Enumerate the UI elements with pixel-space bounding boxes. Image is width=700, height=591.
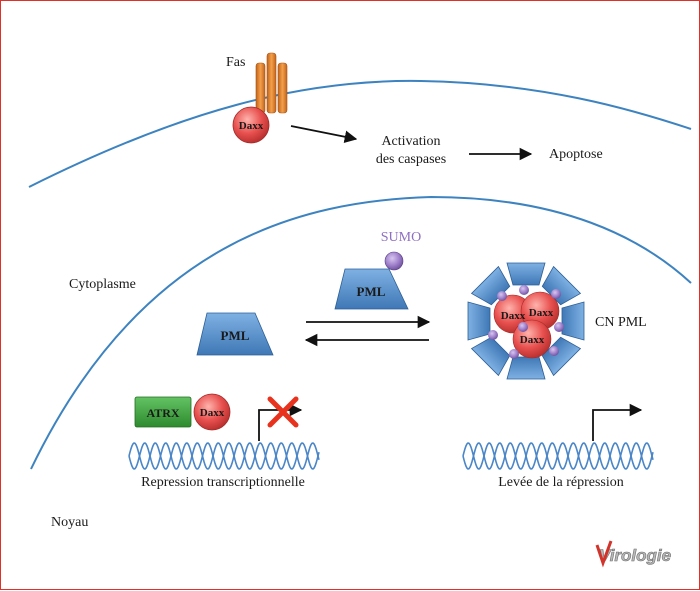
arrow-daxx-to-caspases: [290, 125, 358, 143]
atrx-box: [134, 396, 192, 428]
pml-trapezoid: [196, 312, 274, 356]
fas-receptor: [255, 52, 288, 114]
pml-sumo-trapezoid: [334, 268, 409, 310]
dna-strand: [128, 442, 320, 470]
pml-nuclear-body: [467, 262, 585, 380]
noyau-label: Noyau: [51, 515, 88, 530]
block-cross: [267, 396, 299, 428]
cn-daxx-label-2: Daxx: [529, 307, 554, 319]
cn-daxx-label-1: Daxx: [501, 310, 526, 322]
sumo-label: SUMO: [381, 230, 421, 245]
daxx-dna-label: Daxx: [200, 407, 225, 419]
logo-text: Virologie: [599, 546, 671, 565]
virologie-logo: Virologie: [595, 540, 671, 568]
pml-sumo-label: PML: [357, 284, 386, 299]
activation-label-line2: des caspases: [376, 152, 446, 167]
cytoplasme-label: Cytoplasme: [69, 277, 136, 292]
daxx-membrane-label: Daxx: [239, 120, 264, 132]
dna-strand: [462, 442, 654, 470]
daxx-membrane-circle: [232, 106, 270, 144]
cn-daxx-label-3: Daxx: [520, 334, 545, 346]
activation-label-line1: Activation: [381, 134, 440, 149]
apoptose-label: Apoptose: [549, 147, 603, 162]
nuclear-membrane: [30, 195, 692, 470]
fas-label: Fas: [226, 55, 245, 70]
daxx-dna-circle: [193, 393, 231, 431]
promoter-arrow-active: [592, 403, 643, 441]
atrx-label: ATRX: [146, 406, 179, 420]
levee-label: Levée de la répression: [498, 475, 624, 490]
pml-label: PML: [221, 328, 250, 343]
sumo-circle: [384, 251, 404, 271]
plasma-membrane: [28, 79, 692, 188]
cn-pml-label: CN PML: [595, 315, 647, 330]
repression-label: Repression transcriptionnelle: [141, 475, 305, 490]
dna-repressed: [128, 442, 320, 470]
dna-derepressed: [462, 442, 654, 470]
